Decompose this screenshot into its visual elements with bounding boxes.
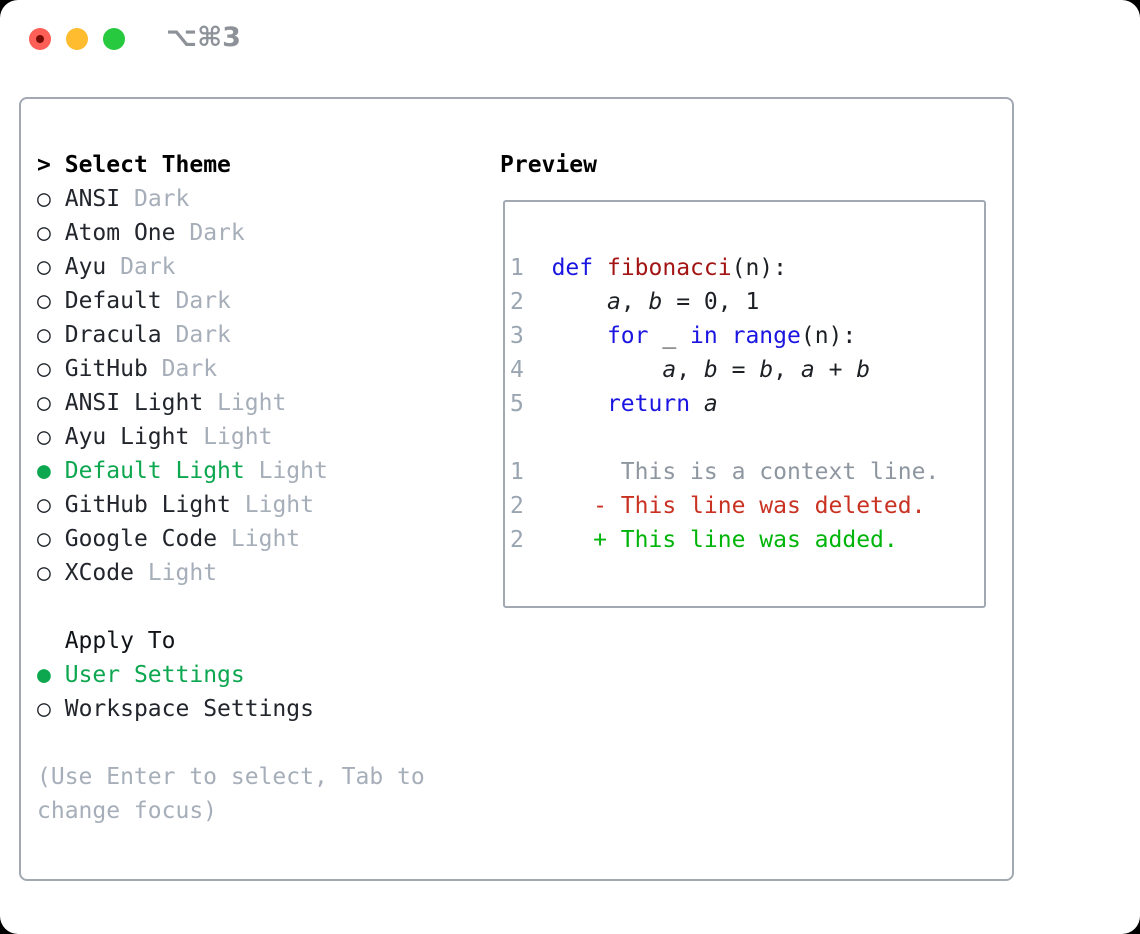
- option-label: Dracula: [64, 322, 162, 348]
- apply-option[interactable]: ○ Workspace Settings: [37, 692, 487, 726]
- option-label: ANSI: [64, 186, 121, 212]
- theme-option[interactable]: ○ XCode Light: [37, 556, 487, 590]
- code-line: [510, 421, 984, 455]
- theme-option[interactable]: ○ GitHub Dark: [37, 352, 487, 386]
- minimize-button[interactable]: [66, 28, 88, 50]
- radio-icon: ○: [37, 696, 51, 722]
- option-label: Google Code: [64, 526, 218, 552]
- theme-variant-tag: Light: [230, 526, 301, 552]
- code-line: 5 return a: [510, 391, 718, 417]
- apply-option[interactable]: ● User Settings: [37, 658, 487, 692]
- radio-icon: ○: [37, 254, 51, 280]
- theme-variant-tag: Dark: [175, 322, 231, 348]
- code-line: 4 a, b = b, a + b: [510, 357, 871, 383]
- select-theme-title: Select Theme: [64, 152, 231, 178]
- radio-icon: ○: [37, 560, 51, 586]
- theme-option[interactable]: ○ Google Code Light: [37, 522, 487, 556]
- option-label: GitHub Light: [64, 492, 231, 518]
- theme-option[interactable]: ○ Ayu Dark: [37, 250, 487, 284]
- option-label: Ayu Light: [64, 424, 190, 450]
- theme-option[interactable]: ○ Dracula Dark: [37, 318, 487, 352]
- option-label: Default Light: [64, 458, 245, 484]
- code-line: 2 - This line was deleted.: [510, 493, 926, 519]
- select-theme-header: > Select Theme: [37, 148, 487, 182]
- maximize-button[interactable]: [103, 28, 125, 50]
- option-label: ANSI Light: [64, 390, 204, 416]
- code-preview: 1 def fibonacci(n): 2 a, b = 0, 1 3 for _ …: [510, 251, 984, 557]
- code-line: 2 a, b = 0, 1: [510, 289, 760, 315]
- theme-option[interactable]: ○ GitHub Light Light: [37, 488, 487, 522]
- theme-variant-tag: Dark: [120, 254, 176, 280]
- theme-options: ○ ANSI Dark○ Atom One Dark○ Ayu Dark○ De…: [37, 182, 487, 590]
- close-button[interactable]: [29, 28, 51, 50]
- preview-title: Preview: [500, 152, 597, 178]
- option-label: GitHub: [64, 356, 148, 382]
- option-label: Atom One: [64, 220, 176, 246]
- radio-icon: ○: [37, 322, 51, 348]
- theme-option[interactable]: ○ Default Dark: [37, 284, 487, 318]
- radio-icon: ○: [37, 186, 51, 212]
- theme-variant-tag: Light: [203, 424, 273, 450]
- option-label: Workspace Settings: [64, 696, 314, 722]
- theme-option[interactable]: ○ Atom One Dark: [37, 216, 487, 250]
- theme-variant-tag: Light: [217, 390, 287, 416]
- theme-picker-panel: > Select Theme○ ANSI Dark○ Atom One Dark…: [19, 97, 1014, 881]
- apply-to-options: ● User Settings○ Workspace Settings: [37, 658, 487, 726]
- option-label: XCode: [64, 560, 134, 586]
- option-label: User Settings: [64, 662, 245, 688]
- preview-box: 1 def fibonacci(n): 2 a, b = 0, 1 3 for _ …: [503, 200, 986, 608]
- spacer: [37, 590, 487, 624]
- radio-icon: ○: [37, 220, 51, 246]
- theme-option[interactable]: ○ Ayu Light Light: [37, 420, 487, 454]
- radio-selected-icon: ●: [37, 662, 51, 688]
- theme-option[interactable]: ○ ANSI Dark: [37, 182, 487, 216]
- radio-icon: ○: [37, 288, 51, 314]
- window-titlebar: ⌥⌘3: [29, 24, 241, 52]
- theme-variant-tag: Dark: [175, 288, 231, 314]
- option-label: Ayu: [64, 254, 107, 280]
- theme-variant-tag: Light: [147, 560, 218, 586]
- theme-variant-tag: Light: [244, 492, 314, 518]
- radio-icon: ○: [37, 390, 51, 416]
- theme-variant-tag: Dark: [189, 220, 245, 246]
- focus-cursor-icon: >: [37, 152, 51, 178]
- theme-variant-tag: Dark: [161, 356, 218, 382]
- radio-icon: ○: [37, 492, 51, 518]
- option-label: Default: [64, 288, 162, 314]
- help-text: (Use Enter to select, Tab to change focu…: [37, 764, 425, 824]
- theme-option[interactable]: ● Default Light Light: [37, 454, 487, 488]
- apply-to-header: Apply To: [64, 628, 176, 654]
- theme-list-column: > Select Theme○ ANSI Dark○ Atom One Dark…: [37, 148, 487, 828]
- radio-icon: ○: [37, 356, 51, 382]
- radio-selected-icon: ●: [37, 458, 51, 484]
- code-line: 1 def fibonacci(n):: [510, 255, 787, 281]
- window-shortcut-label: ⌥⌘3: [166, 22, 241, 53]
- theme-variant-tag: Dark: [133, 186, 190, 212]
- code-line: 2 + This line was added.: [510, 527, 898, 553]
- radio-icon: ○: [37, 424, 51, 450]
- code-line: 3 for _ in range(n):: [510, 323, 857, 349]
- radio-icon: ○: [37, 526, 51, 552]
- theme-variant-tag: Light: [258, 458, 328, 484]
- code-line: 1 This is a context line.: [510, 459, 940, 485]
- theme-option[interactable]: ○ ANSI Light Light: [37, 386, 487, 420]
